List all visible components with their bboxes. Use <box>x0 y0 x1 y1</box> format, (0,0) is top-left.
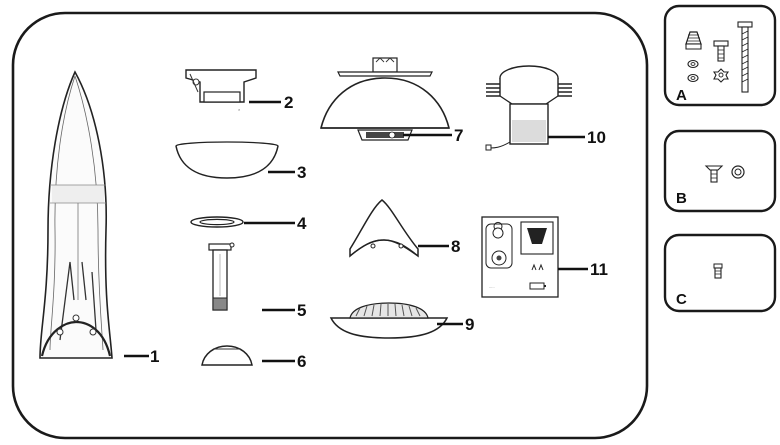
hardware-label-a: A <box>676 87 687 104</box>
main-parts-panel <box>11 11 649 440</box>
part-label-1: 1 <box>150 347 159 366</box>
hardware-label-c: C <box>676 291 687 308</box>
part-label-4: 4 <box>297 214 307 233</box>
part-label-11: 11 <box>590 260 608 279</box>
remote-control-kit-icon: ..... <box>481 216 559 298</box>
part-label-3: 3 <box>297 163 306 182</box>
part-label-8: 8 <box>451 237 460 256</box>
part-label-10: 10 <box>587 128 606 147</box>
coupling-cover-icon <box>201 345 253 366</box>
hardware-label-b: B <box>676 190 687 207</box>
downrod-icon <box>208 242 235 311</box>
wire-nuts-screws-washers-icon <box>685 21 753 93</box>
part-label-7: 7 <box>454 126 463 145</box>
tall-shade-glass-icon <box>39 70 113 359</box>
part-label-2: 2 <box>284 93 293 112</box>
svg-text:.....: ..... <box>489 284 495 289</box>
mounting-bracket-icon: × <box>185 69 257 112</box>
part-label-6: 6 <box>297 352 306 371</box>
hardware-panel-b <box>663 129 777 213</box>
switch-housing-icon <box>349 199 419 258</box>
set-screw-icon <box>713 263 723 279</box>
light-kit-dish-icon <box>329 302 449 339</box>
part-label-9: 9 <box>465 315 474 334</box>
canopy-ring-icon <box>190 216 244 228</box>
part-label-5: 5 <box>297 301 306 320</box>
screw-and-washer-icon <box>704 165 745 183</box>
canopy-bowl-icon <box>175 141 279 179</box>
motor-housing-icon <box>319 57 451 141</box>
svg-text:×: × <box>238 107 241 112</box>
receiver-module-icon <box>485 65 572 151</box>
